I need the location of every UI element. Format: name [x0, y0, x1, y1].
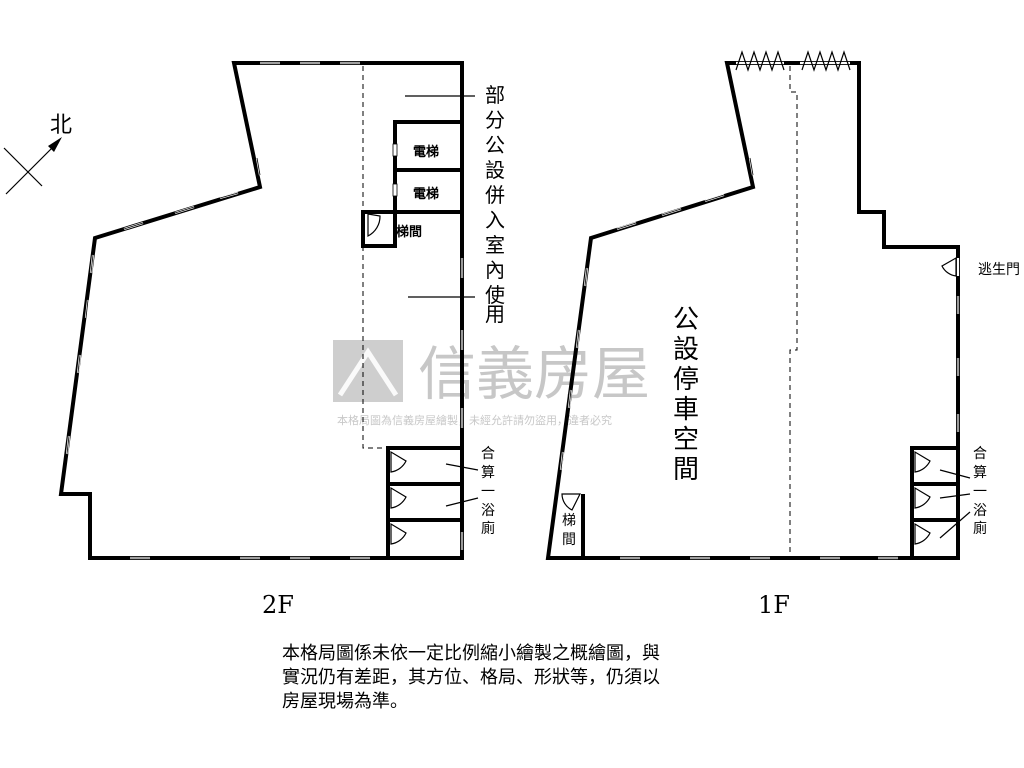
floor-1f-stairs-label-1: 梯 [562, 513, 576, 529]
floor-1f-bath-annotation: 合 算 一 浴 廁 [973, 446, 987, 537]
watermark-brand: 信義房屋 [418, 340, 650, 408]
annotation-char: 設 [485, 158, 505, 182]
shutter-zigzag-icon [801, 50, 851, 72]
stair-door-icon [367, 213, 381, 237]
floor-2f-bath-leader-1 [445, 463, 479, 471]
floor-2f-stairs-label: 梯間 [396, 224, 422, 240]
annotation-char: 分 [485, 108, 505, 132]
floor-2f-public-annotation: 部 分 公 設 併 入 室 內 使 用 [485, 83, 505, 326]
annotation-char: 一 [973, 484, 987, 500]
parking-label-char: 公 [673, 305, 699, 335]
floor-2f-title: 2F [262, 591, 294, 619]
floor-2f-windows [65, 61, 464, 560]
annotation-char: 部 [485, 83, 505, 107]
annotation-char: 廁 [481, 520, 495, 537]
annotation-char: 浴 [481, 503, 495, 519]
floor-1f-windows [559, 157, 960, 560]
annotation-char: 併 [485, 183, 505, 207]
floor-1f-title: 1F [758, 591, 790, 619]
annotation-char: 算 [481, 465, 495, 481]
bath-door-3-icon [914, 522, 931, 545]
disclaimer-line-3: 房屋現場為準。 [282, 691, 408, 712]
disclaimer-line-2: 實況仍有差距，其方位、格局、形狀等，仍須以 [282, 667, 660, 688]
floor-1f-parking-label: 公 設 停 車 空 間 [673, 305, 699, 485]
disclaimer-note: 本格局圖係未依一定比例縮小繪製之概繪圖，與 實況仍有差距，其方位、格局、形狀等，… [282, 642, 722, 714]
floor-2f-outline [58, 61, 464, 560]
annotation-char: 用 [485, 302, 505, 326]
floor-2f-core-walls [361, 120, 464, 248]
annotation-char: 廁 [973, 520, 987, 537]
bath-door-1-icon [390, 450, 407, 473]
floor-1f-bath-leader-2 [939, 493, 971, 499]
floor-1f-stair-door-icon [561, 493, 581, 511]
parking-label-char: 車 [673, 395, 699, 425]
floor-1f-plan: 梯 間 逃生門 合 算 一 浴 廁 公 設 停 車 空 間 1F [545, 50, 1020, 619]
elevator-door-1-icon [392, 143, 398, 157]
floor-2f-elevator-1-label: 電梯 [413, 144, 439, 160]
bath-door-2-icon [390, 486, 407, 509]
north-arrow: 北 [3, 113, 72, 195]
floor-1f-exit-door-label: 逃生門 [978, 262, 1020, 278]
annotation-char: 使 [485, 283, 505, 307]
floor-2f-bath-leader-2 [445, 497, 479, 507]
exit-door-icon [941, 256, 957, 277]
north-arrow-cross-line [3, 147, 43, 187]
floor-2f-bath-annotation: 合 算 一 浴 廁 [481, 446, 495, 537]
annotation-char: 合 [973, 446, 987, 462]
floor-1f-outline [545, 61, 960, 560]
north-arrow-shaft [5, 143, 57, 195]
shutter-zigzag-icon [735, 50, 785, 72]
annotation-char: 浴 [973, 503, 987, 519]
north-arrow-icon [48, 137, 62, 152]
bath-door-2-icon [914, 486, 931, 509]
disclaimer-line-1: 本格局圖係未依一定比例縮小繪製之概繪圖，與 [282, 643, 660, 664]
bath-door-3-icon [390, 522, 407, 545]
parking-label-char: 間 [673, 455, 699, 485]
bath-door-1-icon [914, 450, 931, 473]
floor-1f-bath-leader-1 [939, 469, 971, 479]
annotation-char: 室 [485, 233, 505, 257]
watermark: 信義房屋 本格局圖為信義房屋繪製，未經允許請勿盜用，違者必究 [333, 340, 650, 427]
watermark-notice: 本格局圖為信義房屋繪製，未經允許請勿盜用，違者必究 [337, 413, 612, 427]
parking-label-char: 停 [673, 365, 699, 395]
floor-2f-public-area-boundary [362, 66, 390, 449]
annotation-char: 算 [973, 465, 987, 481]
annotation-char: 內 [485, 258, 505, 282]
floor-1f-stairs-label-2: 間 [562, 532, 576, 548]
floor-2f-elevator-2-label: 電梯 [413, 186, 439, 202]
floor-1f-bath-leader-3 [939, 511, 971, 539]
floor-1f-shutter-icons [735, 50, 851, 72]
annotation-char: 一 [481, 484, 495, 500]
annotation-char: 公 [485, 133, 505, 157]
parking-label-char: 設 [673, 335, 699, 365]
annotation-char: 入 [485, 208, 505, 232]
annotation-char: 合 [481, 446, 495, 462]
floor-2f-bathroom-walls [386, 446, 464, 560]
parking-label-char: 空 [673, 425, 699, 455]
floor-1f-parking-boundary [789, 66, 798, 556]
elevator-door-2-icon [392, 183, 398, 197]
floor-2f-plan: 電梯 電梯 梯間 部 分 公 設 併 入 室 內 使 用 合 算 一 [58, 61, 505, 619]
floor-1f-bathroom-walls [910, 446, 960, 560]
north-label: 北 [50, 113, 72, 138]
